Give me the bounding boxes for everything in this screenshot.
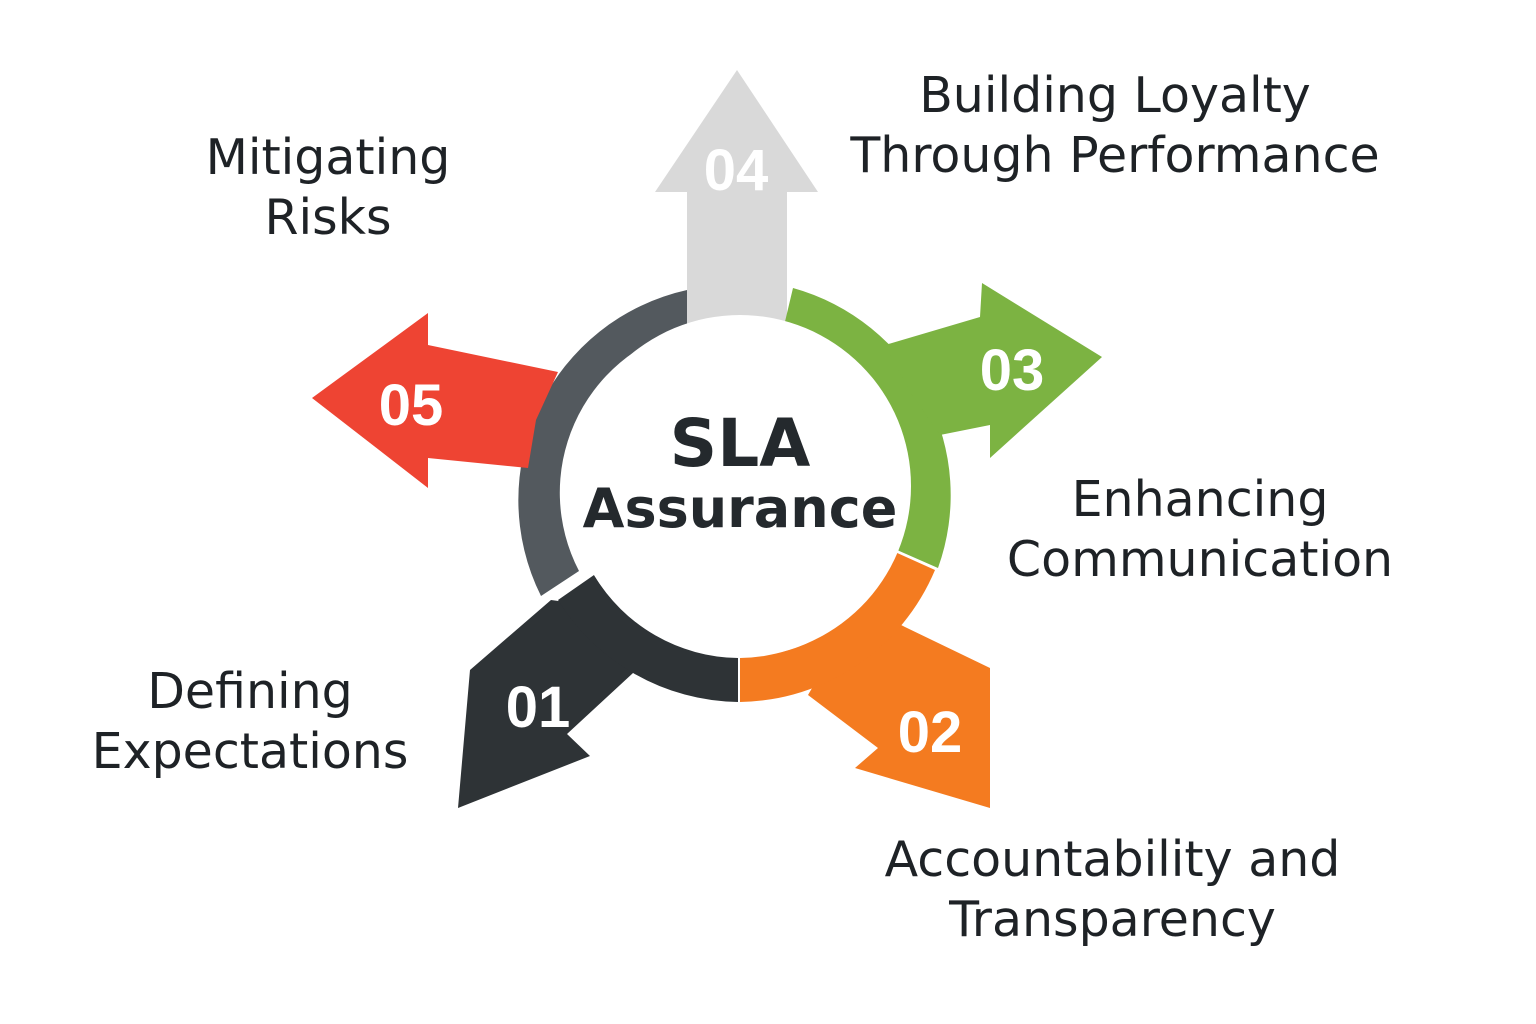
step-02-label: Accountability and Transparency [860,830,1365,950]
arrow-step-01 [458,600,645,808]
step-03-label: Enhancing Communication [990,470,1410,590]
ring-segment-black [558,575,738,702]
step-05-label-line-2: Risks [264,189,392,246]
step-05-label-line-1: Mitigating [205,129,451,186]
step-01-label: Defining Expectations [75,662,425,782]
ring-segment-orange [740,552,935,702]
center-title: SLA [670,405,811,482]
step-02-label-line-2: Transparency [949,891,1276,948]
step-02-number: 02 [898,700,963,765]
step-03-label-line-2: Communication [1006,531,1394,588]
step-01-label-line-2: Expectations [91,723,409,780]
center-circle [569,315,911,657]
step-02-label-line-1: Accountability and [884,831,1341,888]
step-05-label: Mitigating Risks [178,128,478,248]
step-04-number: 04 [704,138,769,203]
step-03-label-line-1: Enhancing [1071,471,1329,528]
arrow-step-05 [312,313,558,488]
step-04-label-line-2: Through Performance [850,127,1380,184]
step-04-label: Building Loyalty Through Performance [835,66,1395,186]
arrow-step-04 [655,70,818,332]
ring-segment-dark-gray [518,290,687,596]
step-04-label-line-1: Building Loyalty [919,67,1311,124]
step-01-label-line-1: Defining [147,663,353,720]
step-05-number: 05 [379,373,444,438]
step-01-number: 01 [506,675,571,740]
arrow-step-03 [885,283,1102,458]
step-03-number: 03 [980,338,1045,403]
center-subtitle: Assurance [583,477,898,540]
